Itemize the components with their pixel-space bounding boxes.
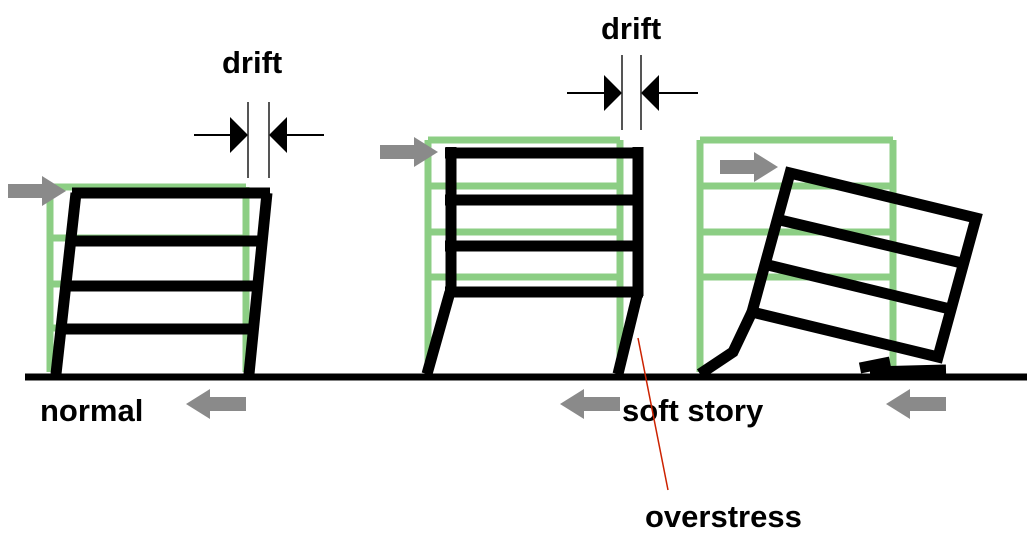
force-arrow-right-icon [380, 137, 438, 167]
original-frame-soft-story [424, 136, 624, 372]
force-arrow-right-icon [720, 152, 778, 182]
drift-marker-icon [567, 55, 698, 130]
normal-label: normal [40, 393, 143, 428]
force-arrow-left-icon [560, 389, 620, 419]
drift-label-normal: drift [222, 45, 282, 80]
collapsed-frame [696, 166, 983, 379]
force-arrow-left-icon [186, 389, 246, 419]
drift-marker-icon [194, 102, 324, 178]
deformed-frame-normal [50, 187, 273, 375]
soft-story-label: soft story [622, 393, 764, 428]
overstress-label: overstress [645, 499, 802, 534]
overstress-pointer [637, 337, 669, 491]
building-soft-story: drift soft story [380, 11, 764, 428]
building-collapse [696, 136, 983, 419]
original-frame-normal [46, 183, 250, 372]
force-arrow-right-icon [8, 176, 66, 206]
building-normal: drift normal [8, 45, 324, 428]
deformed-frame-soft-story [421, 147, 644, 376]
drift-label-soft-story: drift [601, 11, 661, 46]
force-arrow-left-icon [886, 389, 946, 419]
